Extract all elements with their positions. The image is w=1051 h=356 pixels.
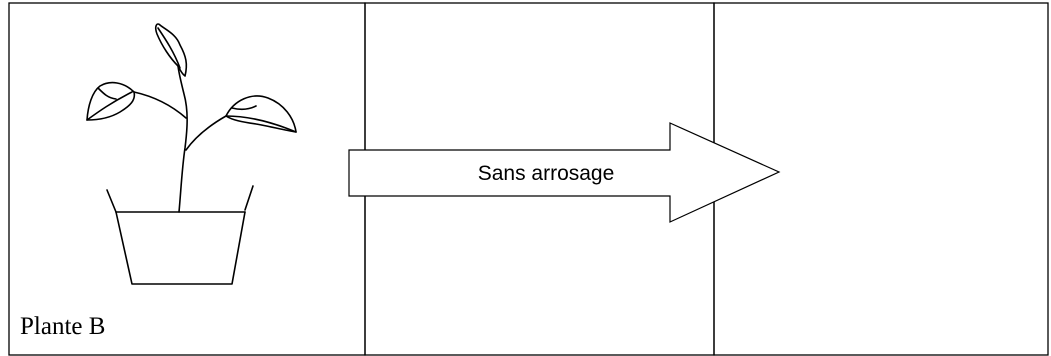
arrow-label: Sans arrosage [478,162,615,185]
table-cell-1 [8,2,366,356]
stem-icon [133,65,227,213]
arrow-without-watering: Sans arrosage [348,122,781,223]
arrow-shape [348,122,781,223]
leaf-left-icon [86,81,136,121]
plant-label: Plante B [20,313,105,340]
plant-drawing [86,23,297,285]
pot-icon [106,185,254,285]
leaf-right-icon [225,95,297,133]
leaf-top-icon [154,23,188,77]
